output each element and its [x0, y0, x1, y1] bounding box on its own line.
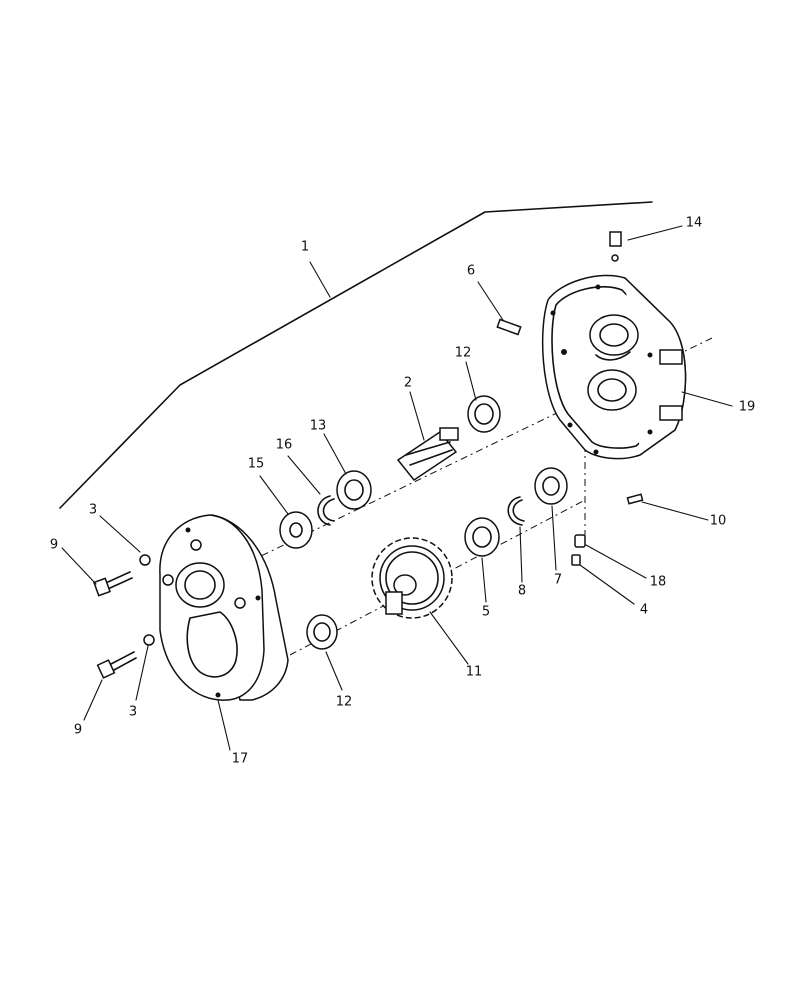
gear-housing-19	[541, 274, 687, 460]
snap-ring-8	[507, 496, 525, 526]
callout-15: 15	[248, 457, 265, 472]
callout-5: 5	[482, 605, 490, 620]
key-10	[626, 493, 644, 505]
callout-1: 1	[301, 240, 309, 255]
plug-4	[571, 554, 581, 566]
bearing-12-top	[467, 395, 501, 433]
seal-15	[279, 511, 313, 549]
callout-7: 7	[554, 573, 562, 588]
leader-lines	[61, 225, 733, 751]
callout-19: 19	[739, 400, 756, 415]
callout-3-top: 3	[89, 503, 97, 518]
fitting-18	[574, 534, 586, 548]
spur-gear-11	[371, 537, 453, 619]
callout-2: 2	[404, 376, 412, 391]
dowel-pin-6	[496, 318, 522, 336]
pinion-shaft-2	[396, 427, 459, 482]
centerlines	[169, 337, 713, 656]
callout-12-top: 12	[455, 346, 472, 361]
cap-screw-9-top	[93, 571, 133, 597]
callout-labels: 1 2 3 3 4 5 6 7 8 9 9 10 11 12 12 13 14 …	[50, 216, 755, 767]
bearing-13	[336, 470, 372, 510]
callout-9-top: 9	[50, 538, 58, 553]
seal-7	[534, 467, 568, 505]
assembly-bracket-line	[59, 201, 653, 509]
callout-17: 17	[232, 752, 249, 767]
callout-6: 6	[467, 264, 475, 279]
callout-11: 11	[466, 665, 483, 680]
washer-3-top	[139, 554, 151, 566]
callout-14: 14	[686, 216, 703, 231]
callout-4: 4	[640, 603, 648, 618]
snap-ring-16	[317, 495, 335, 526]
callout-8: 8	[518, 584, 526, 599]
callout-10: 10	[710, 514, 727, 529]
bearing-5	[464, 517, 500, 557]
washer-3-bottom	[143, 634, 155, 646]
gear-cover-17	[159, 514, 289, 701]
cap-screw-9-bottom	[96, 651, 137, 679]
callout-16: 16	[276, 438, 293, 453]
callout-13: 13	[310, 419, 327, 434]
callout-18: 18	[650, 575, 667, 590]
callout-12-bottom: 12	[336, 695, 353, 710]
bearing-12-bottom	[306, 614, 338, 650]
set-screw-14	[609, 231, 622, 262]
callout-9-bottom: 9	[74, 723, 82, 738]
callout-3-bottom: 3	[129, 705, 137, 720]
